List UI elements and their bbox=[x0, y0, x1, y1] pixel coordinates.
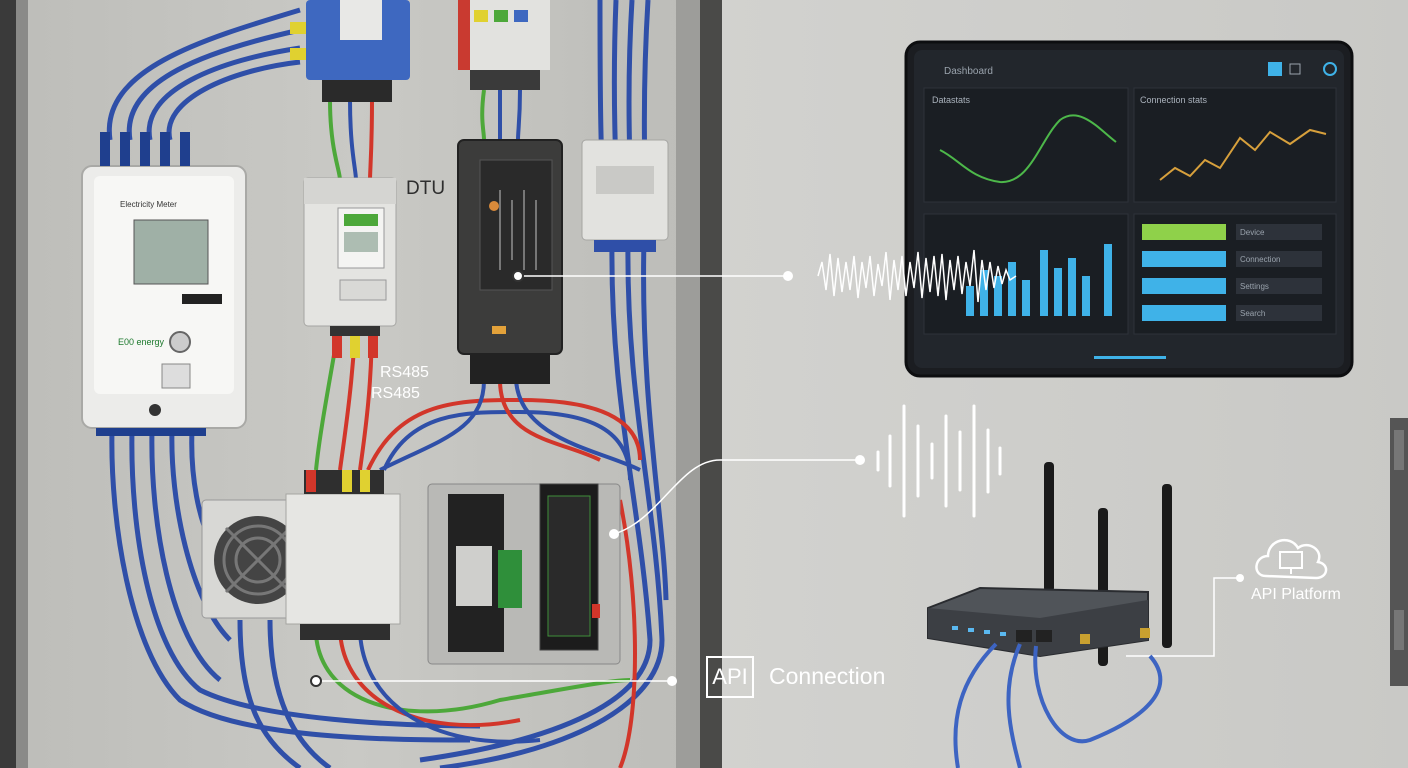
dashboard-button-2[interactable] bbox=[1142, 251, 1226, 267]
dashboard-bar-series bbox=[966, 244, 1112, 316]
dashboard-panel2-title: Connection stats bbox=[1140, 95, 1208, 105]
dashboard-panel1-title: Datastats bbox=[932, 95, 971, 105]
rs485-label: RS485 bbox=[380, 364, 429, 381]
dashboard-check-icon[interactable] bbox=[1268, 62, 1282, 76]
connector-dot bbox=[1236, 574, 1244, 582]
signal-wave-dtu bbox=[817, 249, 1017, 303]
connector-dot bbox=[783, 271, 793, 281]
router-antenna bbox=[1044, 462, 1054, 592]
connector-platform bbox=[1126, 577, 1240, 657]
connector-dot bbox=[667, 676, 677, 686]
dashboard-header-title: Dashboard bbox=[944, 66, 993, 77]
top-breaker-blue bbox=[290, 0, 410, 102]
api-connection-label: Connection bbox=[769, 663, 886, 689]
connector-dot bbox=[855, 455, 865, 465]
dashboard-button-label-4: Search bbox=[1240, 309, 1265, 318]
dtu-label: DTU bbox=[406, 178, 446, 199]
rs485-label-secondary: RS485 bbox=[371, 385, 420, 402]
dashboard-settings-icon[interactable] bbox=[1323, 62, 1337, 76]
api-box-label: API bbox=[706, 656, 754, 698]
meter-model: E00 energy bbox=[118, 337, 165, 347]
meter-knob-icon bbox=[169, 331, 191, 353]
meter-brand: Electricity Meter bbox=[120, 200, 177, 209]
connector-dot bbox=[609, 529, 619, 539]
api-platform-label: API Platform bbox=[1251, 586, 1341, 603]
wire-green bbox=[328, 99, 342, 181]
din-module-right bbox=[581, 139, 669, 252]
router-cables bbox=[953, 642, 1163, 768]
dashboard-tablet: Dashboard Datastats Connection stats bbox=[904, 40, 1354, 378]
connector-dot bbox=[512, 270, 524, 282]
wire-red bbox=[368, 99, 374, 181]
connector-dot bbox=[310, 675, 322, 687]
connector-board bbox=[613, 459, 860, 535]
dashboard-window-icon[interactable] bbox=[1289, 63, 1301, 75]
dashboard-button-label-1: Device bbox=[1240, 228, 1265, 237]
router-antenna bbox=[1162, 484, 1172, 648]
dtu-module bbox=[303, 177, 397, 358]
dashboard-button-label-2: Connection bbox=[1240, 255, 1280, 264]
cloud-icon bbox=[1255, 538, 1328, 580]
pcb-board bbox=[427, 483, 621, 665]
dashboard-panel-datastats bbox=[923, 87, 1129, 203]
router bbox=[927, 462, 1172, 666]
cabinet-left-edge bbox=[0, 0, 16, 768]
power-supply bbox=[201, 470, 401, 640]
dashboard-button-4[interactable] bbox=[1142, 305, 1226, 321]
dashboard-button-3[interactable] bbox=[1142, 278, 1226, 294]
dashboard-button-1[interactable] bbox=[1142, 224, 1226, 240]
dashboard-scroll-indicator bbox=[1094, 356, 1166, 359]
signal-wave-board bbox=[876, 404, 1002, 518]
top-terminal-block bbox=[458, 0, 550, 90]
electricity-meter: Electricity Meter E00 energy bbox=[81, 132, 247, 436]
controller-module bbox=[457, 139, 563, 384]
dashboard-button-label-3: Settings bbox=[1240, 282, 1269, 291]
dashboard-line-orange bbox=[1159, 128, 1327, 181]
dashboard-line-green bbox=[939, 114, 1117, 184]
wire-bundle-blue bbox=[106, 0, 669, 768]
